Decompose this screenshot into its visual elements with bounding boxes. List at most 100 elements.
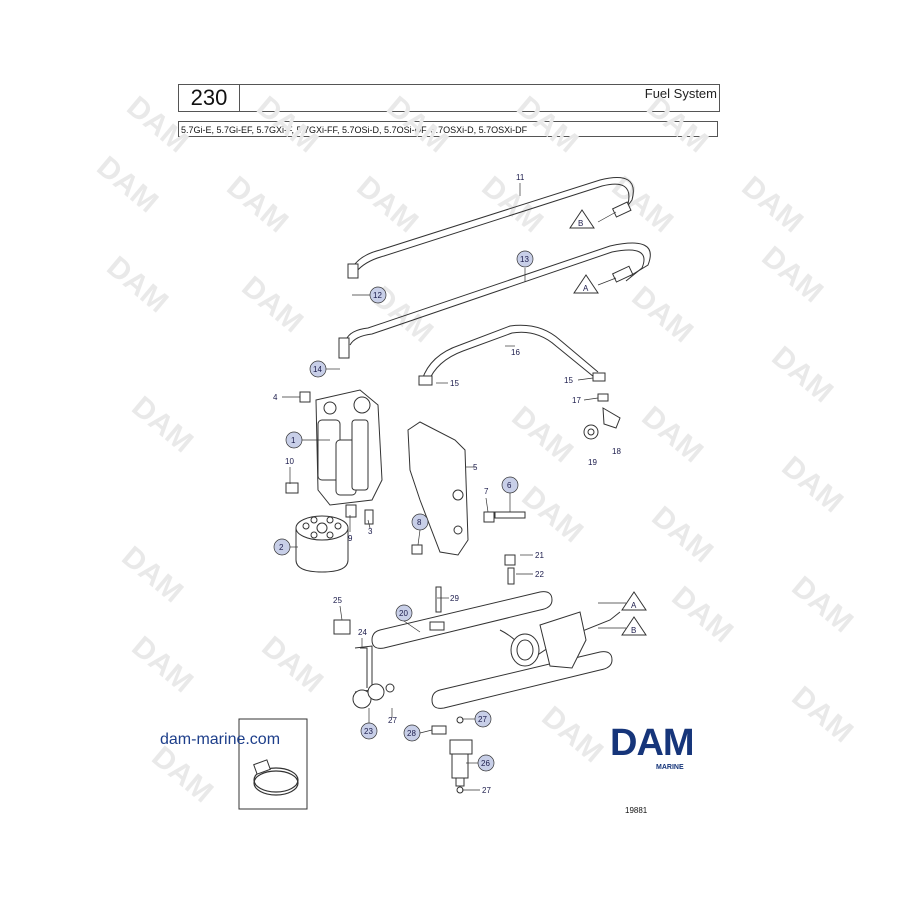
fuel-rail-assembly xyxy=(371,554,621,709)
connection-marker-top-a: A xyxy=(573,274,599,294)
svg-text:26: 26 xyxy=(481,759,490,768)
callout-21: 21 xyxy=(535,551,544,560)
svg-text:DAM: DAM xyxy=(351,170,425,239)
svg-text:DAM: DAM xyxy=(766,340,840,409)
svg-text:14: 14 xyxy=(313,365,322,374)
callout-4: 4 xyxy=(273,393,278,402)
svg-text:24: 24 xyxy=(358,628,367,637)
svg-text:9: 9 xyxy=(348,534,353,543)
callout-10: 10 xyxy=(285,457,294,466)
svg-text:DAM: DAM xyxy=(666,580,740,649)
svg-text:22: 22 xyxy=(535,570,544,579)
svg-text:DAM: DAM xyxy=(91,150,165,219)
callout-23: 23 xyxy=(360,722,378,740)
svg-text:10: 10 xyxy=(285,457,294,466)
fuel-line-16 xyxy=(418,324,599,386)
svg-text:DAM: DAM xyxy=(116,540,190,609)
callout-22: 22 xyxy=(535,570,544,579)
brand-logo: DAM xyxy=(610,722,695,764)
connection-marker-rail-b: B xyxy=(621,616,647,636)
callout-18: 18 xyxy=(612,447,621,456)
page-title: Fuel System xyxy=(644,86,717,101)
svg-text:DAM: DAM xyxy=(221,170,295,239)
svg-text:29: 29 xyxy=(450,594,459,603)
callout-26: 26 xyxy=(477,754,495,772)
callout-3: 3 xyxy=(368,527,373,536)
fuel-injector xyxy=(431,716,473,794)
svg-text:DAM: DAM xyxy=(626,280,700,349)
svg-text:DAM: DAM xyxy=(516,480,590,549)
svg-text:11: 11 xyxy=(516,173,525,182)
svg-text:DAM: DAM xyxy=(476,170,550,239)
svg-text:DAM: DAM xyxy=(786,570,860,639)
svg-text:DAM: DAM xyxy=(736,170,810,239)
pressure-regulator xyxy=(333,619,395,709)
brand-logo-subtitle: MARINE xyxy=(656,764,684,771)
fuel-filter-cartridge xyxy=(295,515,349,573)
svg-text:15: 15 xyxy=(450,379,459,388)
callout-5: 5 xyxy=(473,463,478,472)
header-box: 230 Fuel System xyxy=(178,84,720,112)
svg-text:A: A xyxy=(631,601,637,610)
svg-text:DAM: DAM xyxy=(636,400,710,469)
figure-number: 19881 xyxy=(625,806,648,815)
svg-text:16: 16 xyxy=(511,348,520,357)
svg-text:DAM: DAM xyxy=(381,90,455,159)
svg-text:DAM: DAM xyxy=(776,450,850,519)
svg-text:4: 4 xyxy=(273,393,278,402)
svg-text:DAM: DAM xyxy=(256,630,330,699)
svg-text:6: 6 xyxy=(507,481,512,490)
svg-text:25: 25 xyxy=(333,596,342,605)
svg-text:2: 2 xyxy=(279,543,284,552)
svg-text:27: 27 xyxy=(388,716,397,725)
svg-text:8: 8 xyxy=(417,518,422,527)
svg-text:15: 15 xyxy=(564,376,573,385)
svg-text:19: 19 xyxy=(588,458,597,467)
callout-27b: 27 xyxy=(388,716,397,725)
group-number: 230 xyxy=(179,85,240,111)
svg-text:DAM: DAM xyxy=(786,680,860,749)
svg-text:20: 20 xyxy=(399,609,408,618)
svg-text:7: 7 xyxy=(484,487,489,496)
svg-text:3: 3 xyxy=(368,527,373,536)
svg-text:DAM: DAM xyxy=(236,270,310,339)
svg-text:27: 27 xyxy=(478,715,487,724)
svg-text:DAM: DAM xyxy=(126,390,200,459)
watermark-layer: DAM DAM DAM DAM DAM DAM DAM DAM DAM DAM … xyxy=(91,90,860,809)
fitting-assembly-right xyxy=(583,372,621,440)
svg-text:DAM: DAM xyxy=(606,170,680,239)
callout-leaders xyxy=(282,183,626,791)
callout-15a: 15 xyxy=(450,379,459,388)
svg-text:DAM: DAM xyxy=(126,630,200,699)
svg-text:DAM: DAM xyxy=(756,240,830,309)
svg-text:DAM: DAM xyxy=(251,90,325,159)
svg-text:DAM: DAM xyxy=(646,500,720,569)
callout-14: 14 xyxy=(309,360,327,378)
callout-11: 11 xyxy=(516,173,525,182)
callout-2: 2 xyxy=(273,538,291,556)
svg-text:DAM: DAM xyxy=(511,90,585,159)
svg-text:DAM: DAM xyxy=(641,90,715,159)
callout-27a: 27 xyxy=(474,710,492,728)
callout-24: 24 xyxy=(358,628,367,637)
callout-27c: 27 xyxy=(482,786,491,795)
svg-text:DAM: DAM xyxy=(121,90,195,159)
svg-text:B: B xyxy=(631,626,636,635)
callout-20: 20 xyxy=(395,604,413,622)
svg-text:B: B xyxy=(578,219,583,228)
svg-text:DAM: DAM xyxy=(506,400,580,469)
svg-text:1: 1 xyxy=(291,436,296,445)
fuel-pump-assembly xyxy=(285,389,383,525)
website-link[interactable]: dam-marine.com xyxy=(160,731,281,748)
callout-29: 29 xyxy=(450,594,459,603)
model-list: 5.7Gi-E, 5.7Gi-EF, 5.7GXi-F, 5.7GXi-FF, … xyxy=(178,121,718,137)
svg-text:27: 27 xyxy=(482,786,491,795)
svg-text:23: 23 xyxy=(364,727,373,736)
callout-15b: 15 xyxy=(564,376,573,385)
callout-1: 1 xyxy=(285,431,303,449)
svg-text:A: A xyxy=(583,284,589,293)
svg-text:DAM: DAM xyxy=(101,250,175,319)
callout-17: 17 xyxy=(572,396,581,405)
callout-6: 6 xyxy=(501,476,519,494)
